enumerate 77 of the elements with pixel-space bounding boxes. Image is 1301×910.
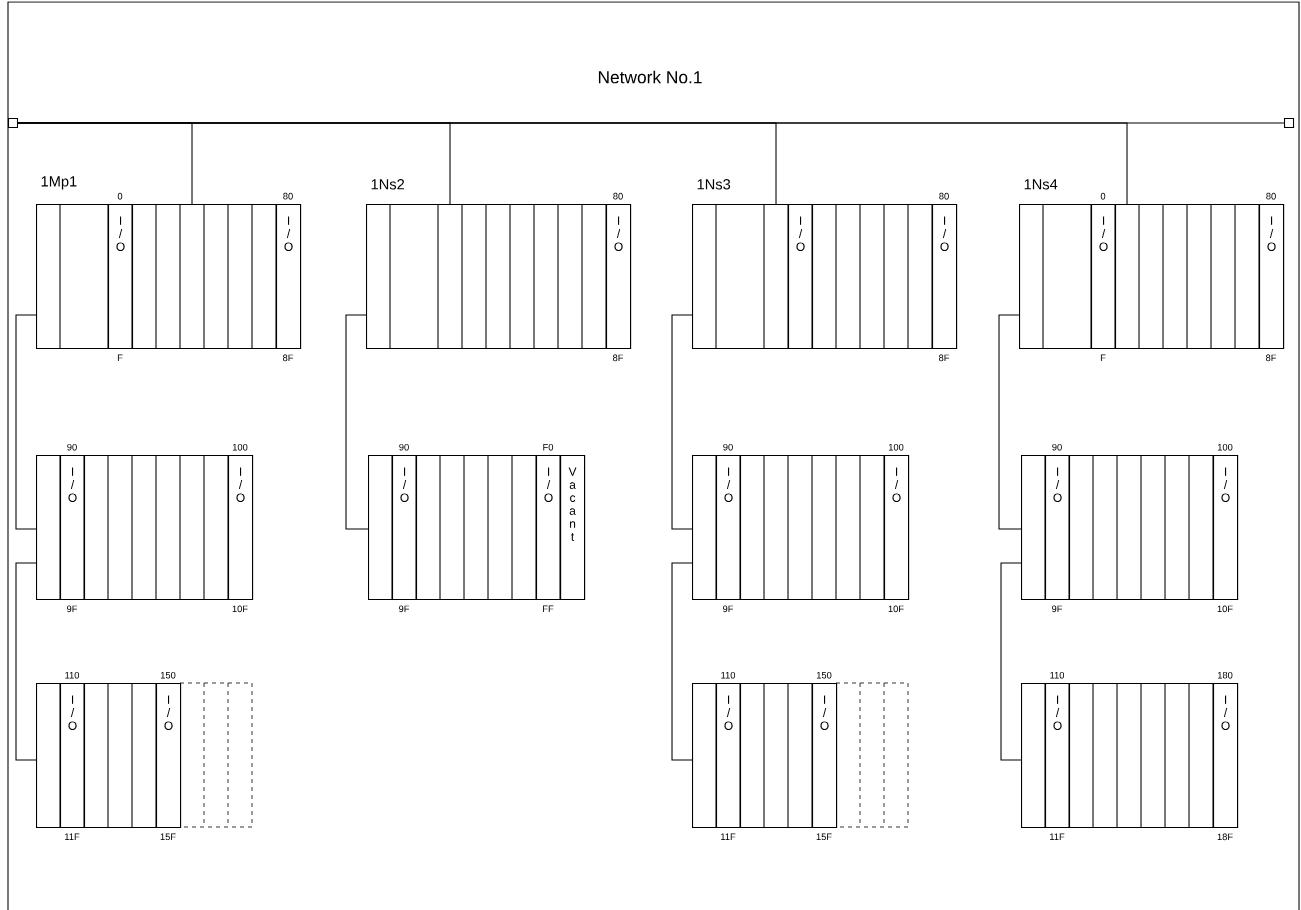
module-slot: I/O	[156, 683, 182, 829]
extension-cable	[998, 314, 1022, 530]
module-slot: I/O	[228, 455, 254, 601]
address-label: 80	[939, 192, 949, 200]
address-label: 8F	[612, 354, 624, 362]
address-label: 90	[723, 443, 733, 451]
node-label: 1Mp1	[41, 176, 77, 190]
address-label: 110	[721, 671, 736, 679]
address-label: 0	[1100, 192, 1106, 200]
address-label: 90	[1052, 443, 1062, 451]
module-slot: I/O	[60, 683, 86, 829]
address-label: 80	[283, 192, 293, 200]
extension-cable	[15, 562, 37, 761]
cable	[17, 122, 1128, 205]
module-slot: I/O	[716, 455, 742, 601]
module-slot: I/O	[606, 204, 632, 350]
extension-cable	[671, 562, 693, 761]
extension-cable	[671, 314, 693, 530]
address-label: 15F	[160, 833, 176, 841]
address-label: 150	[816, 671, 832, 679]
address-label: 8F	[1265, 354, 1277, 362]
extension-cable	[345, 314, 369, 530]
address-label: F	[117, 354, 123, 361]
node-label: 1Ns4	[1024, 179, 1058, 190]
module-slot: I/O	[60, 455, 86, 601]
address-label: F0	[543, 443, 554, 451]
address-label: 10F	[232, 605, 248, 613]
address-label: 100	[1217, 443, 1233, 451]
address-label: 100	[232, 443, 248, 451]
address-label: 9F	[399, 605, 410, 613]
module-slot: I/O	[932, 204, 958, 350]
module-slot: Vacant	[560, 455, 586, 601]
address-label: 150	[160, 671, 176, 679]
module-slot: I/O	[108, 204, 134, 350]
module-slot: I/O	[716, 683, 742, 829]
module-slot: I/O	[536, 455, 562, 601]
module-slot: I/O	[788, 204, 814, 350]
node-label: 1Ns3	[697, 179, 731, 190]
module-slot: I/O	[812, 683, 838, 829]
terminator-square	[1284, 117, 1295, 129]
address-label: F	[1100, 354, 1106, 361]
module-slot: I/O	[276, 204, 302, 350]
address-label: 80	[613, 192, 623, 200]
address-label: 90	[399, 443, 409, 451]
address-label: 9F	[723, 605, 734, 613]
address-label: 9F	[1052, 605, 1063, 613]
address-label: 11F	[65, 833, 80, 840]
address-label: 90	[67, 443, 77, 451]
address-label: 8F	[938, 354, 950, 362]
terminator-square	[7, 117, 19, 129]
address-label: 80	[1266, 192, 1276, 200]
module-slot: I/O	[1213, 455, 1239, 601]
network-title: Network No.1	[598, 70, 702, 84]
address-label: 15F	[816, 833, 832, 841]
address-label: FF	[543, 605, 554, 612]
address-label: 100	[888, 443, 904, 451]
address-label: 110	[65, 671, 80, 679]
module-slot: I/O	[1091, 204, 1117, 350]
address-label: 8F	[282, 354, 294, 362]
address-label: 18F	[1217, 833, 1233, 841]
module-slot: I/O	[1259, 204, 1285, 350]
module-slot: I/O	[1213, 683, 1239, 829]
node-label: 1Ns2	[371, 179, 405, 190]
module-slot: I/O	[1045, 455, 1071, 601]
address-label: 110	[1050, 671, 1065, 679]
address-label: 0	[117, 192, 123, 200]
address-label: 11F	[721, 833, 736, 840]
module-slot: I/O	[392, 455, 418, 601]
address-label: 180	[1217, 671, 1233, 679]
address-label: 10F	[1217, 605, 1233, 613]
module-slot: I/O	[884, 455, 910, 601]
address-label: 10F	[888, 605, 904, 613]
address-label: 9F	[67, 605, 78, 613]
extension-cable	[15, 314, 37, 530]
extension-cable	[1000, 562, 1022, 761]
address-label: 11F	[1050, 833, 1065, 840]
module-slot: I/O	[1045, 683, 1071, 829]
